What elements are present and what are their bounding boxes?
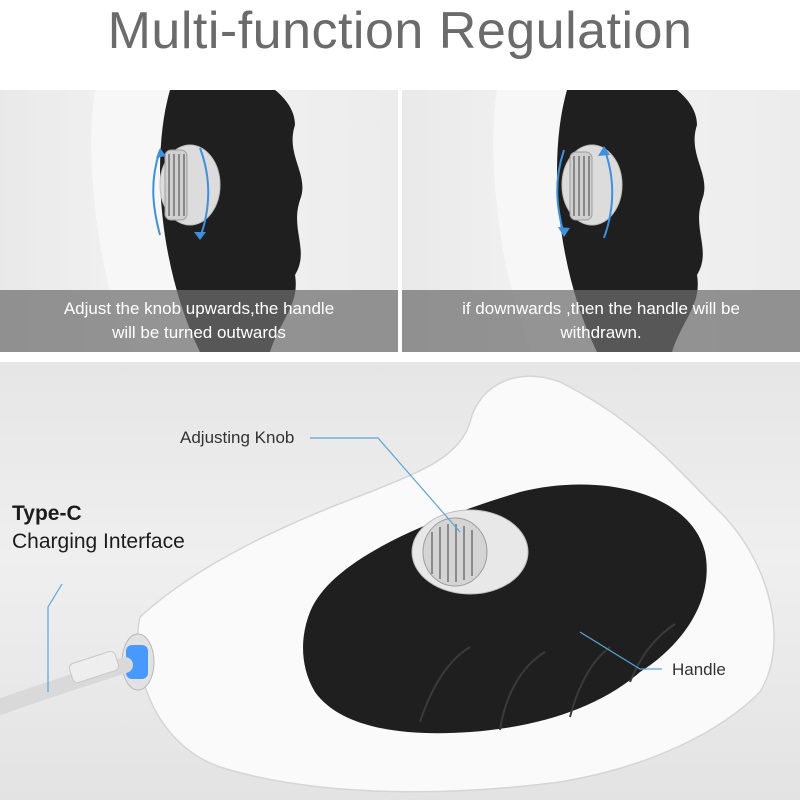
hand-grip-image — [0, 375, 775, 793]
panel-knob-up: Adjust the knob upwards,the handle will … — [0, 90, 398, 352]
caption-right-line2: withdrawn. — [560, 323, 642, 342]
knob — [164, 149, 188, 221]
knob-callout-line — [310, 437, 461, 533]
panel-knob-down: if downwards ,then the handle will be wi… — [402, 90, 800, 352]
typec-callout-line — [47, 583, 63, 692]
product-scene: Adjusting Knob Handle Type-C Charging In… — [0, 362, 800, 800]
typec-title: Type-C — [12, 502, 82, 525]
adjusting-knob-label: Adjusting Knob — [180, 428, 295, 447]
caption-right: if downwards ,then the handle will be wi… — [402, 290, 800, 352]
grip-closeup-image — [91, 90, 303, 352]
usb-c-port — [126, 645, 148, 679]
page-title: Multi-function Regulation — [107, 2, 693, 60]
handle-callout-line — [579, 631, 662, 670]
handle-label: Handle — [672, 660, 726, 679]
caption-left-line2: will be turned outwards — [112, 323, 286, 342]
caption-right-line1: if downwards ,then the handle will be — [462, 299, 740, 318]
knob — [569, 151, 593, 221]
caption-left: Adjust the knob upwards,the handle will … — [0, 290, 398, 352]
grip-closeup-image — [493, 90, 705, 352]
typec-subtitle: Charging Interface — [12, 530, 185, 553]
caption-left-line1: Adjust the knob upwards,the handle — [63, 299, 335, 318]
